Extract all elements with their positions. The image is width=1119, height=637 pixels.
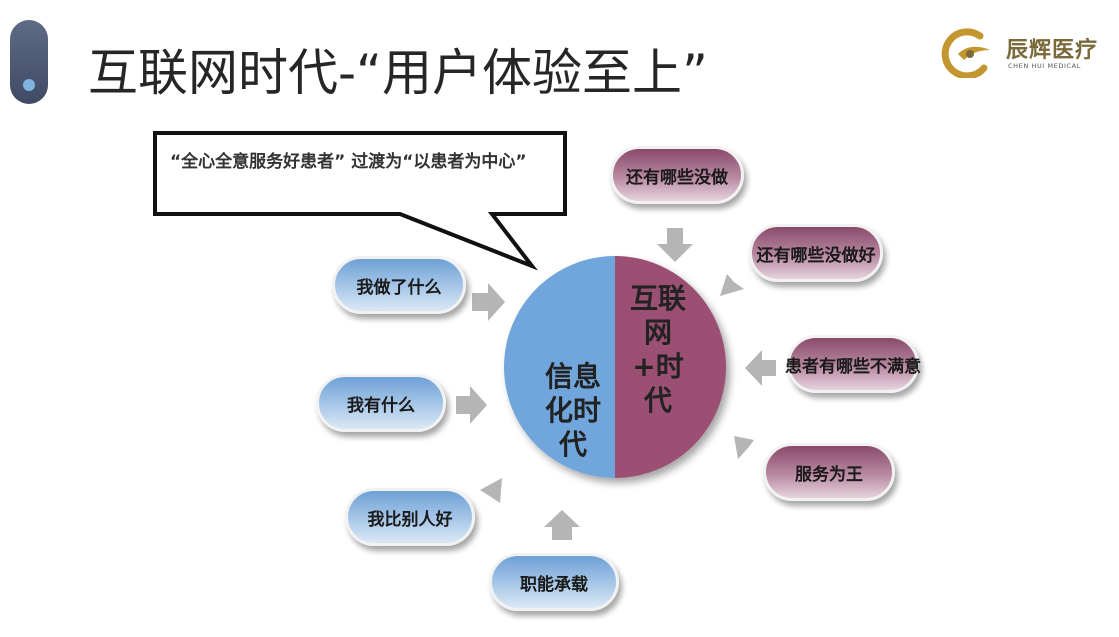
brand-logo: 辰辉医疗 CHEN HUI MEDICAL bbox=[940, 26, 1112, 78]
accent-dot bbox=[23, 79, 35, 91]
logo-subtitle: CHEN HUI MEDICAL bbox=[1008, 62, 1081, 70]
callout-text: “全心全意服务好患者” 过渡为“以患者为中心” bbox=[170, 152, 527, 172]
arrow-top bbox=[657, 228, 693, 262]
arrow-bottom bbox=[544, 510, 580, 540]
pill-right-3: 患者有哪些不满意 bbox=[785, 335, 921, 393]
pill-left-1: 我做了什么 bbox=[332, 256, 466, 314]
logo-name: 辰辉医疗 bbox=[1006, 37, 1099, 63]
arrow-right-2 bbox=[745, 350, 776, 386]
circle-right-half bbox=[615, 256, 726, 478]
arrow-left-2 bbox=[456, 386, 487, 424]
pill-right-4: 服务为王 bbox=[763, 443, 895, 501]
pill-right-1: 还有哪些没做 bbox=[610, 146, 744, 204]
pill-right-2: 还有哪些没做好 bbox=[749, 224, 883, 282]
pill-left-4: 职能承载 bbox=[489, 553, 619, 611]
arrow-right-3 bbox=[734, 436, 762, 459]
pill-left-2: 我有什么 bbox=[316, 374, 446, 432]
callout-bubble bbox=[153, 131, 567, 271]
center-circle bbox=[504, 256, 726, 478]
arrow-left-1 bbox=[472, 283, 505, 321]
arrows bbox=[456, 228, 776, 540]
page-title: 互联网时代-“用户体验至上” bbox=[88, 44, 708, 102]
pill-left-3: 我比别人好 bbox=[345, 488, 475, 546]
circle-label-right: 互联网+时代 bbox=[629, 282, 686, 417]
logo-mark-icon bbox=[941, 28, 990, 78]
arrow-left-3 bbox=[480, 478, 502, 510]
circle-left-half bbox=[504, 256, 615, 478]
arrow-right-1 bbox=[720, 268, 744, 296]
accent-bar bbox=[10, 20, 48, 104]
circle-label-left: 信息化时代 bbox=[544, 360, 601, 461]
